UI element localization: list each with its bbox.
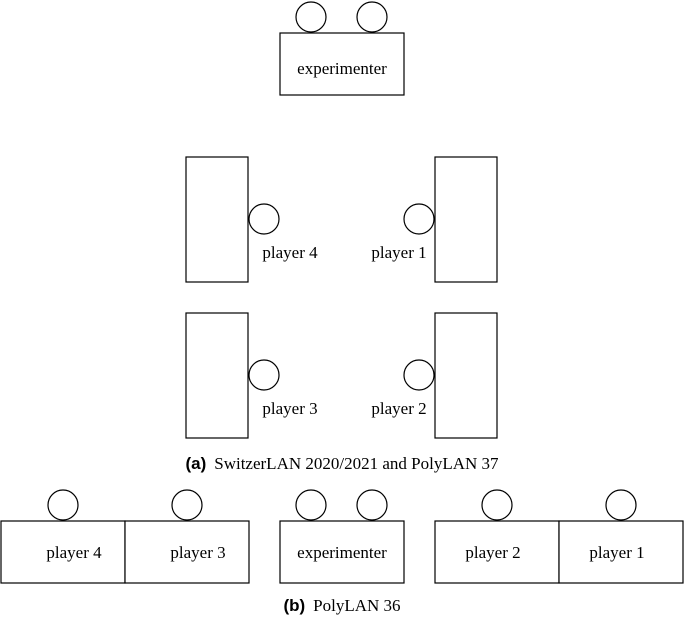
player2-label: player 2 xyxy=(371,399,426,418)
player1-desk xyxy=(434,156,498,283)
player3-head-icon xyxy=(248,359,280,391)
b-player4-head-icon xyxy=(47,489,79,521)
b-player4-desk xyxy=(0,520,126,584)
caption-a-text: SwitzerLAN 2020/2021 and PolyLAN 37 xyxy=(214,454,499,473)
b-experimenter-head-right-icon xyxy=(356,489,388,521)
b-experimenter-desk xyxy=(279,520,405,584)
player4-label: player 4 xyxy=(262,243,318,262)
caption-b: (b) PolyLAN 36 xyxy=(283,596,400,615)
b-player1-head-icon xyxy=(605,489,637,521)
player2-desk xyxy=(434,312,498,439)
caption-b-text: PolyLAN 36 xyxy=(313,596,400,615)
caption-a-marker: (a) xyxy=(185,454,206,473)
b-player2-label: player 2 xyxy=(465,543,520,562)
b-player3-desk xyxy=(124,520,250,584)
b-player2-head-icon xyxy=(481,489,513,521)
b-experimenter-head-left-icon xyxy=(295,489,327,521)
experimenter-label: experimenter xyxy=(297,59,387,78)
panel-b: player 4 player 3 experimenter player 2 … xyxy=(0,489,684,615)
caption-b-marker: (b) xyxy=(283,596,305,615)
player1-label: player 1 xyxy=(371,243,426,262)
player2-head-icon xyxy=(403,359,435,391)
b-experimenter-label: experimenter xyxy=(297,543,387,562)
experimenter-head-left-icon xyxy=(295,1,327,33)
experimenter-head-right-icon xyxy=(356,1,388,33)
player3-label: player 3 xyxy=(262,399,317,418)
player1-head-icon xyxy=(403,203,435,235)
player4-head-icon xyxy=(248,203,280,235)
b-player1-label: player 1 xyxy=(589,543,644,562)
b-player3-head-icon xyxy=(171,489,203,521)
player3-desk xyxy=(185,312,249,439)
b-player1-desk xyxy=(558,520,684,584)
b-player2-desk xyxy=(434,520,560,584)
b-player3-label: player 3 xyxy=(170,543,225,562)
caption-a: (a) SwitzerLAN 2020/2021 and PolyLAN 37 xyxy=(185,454,499,473)
player4-desk xyxy=(185,156,249,283)
experimenter-desk xyxy=(279,32,405,96)
panel-a: experimenter player 4 player 1 player 3 … xyxy=(185,1,499,473)
b-player4-label: player 4 xyxy=(46,543,102,562)
